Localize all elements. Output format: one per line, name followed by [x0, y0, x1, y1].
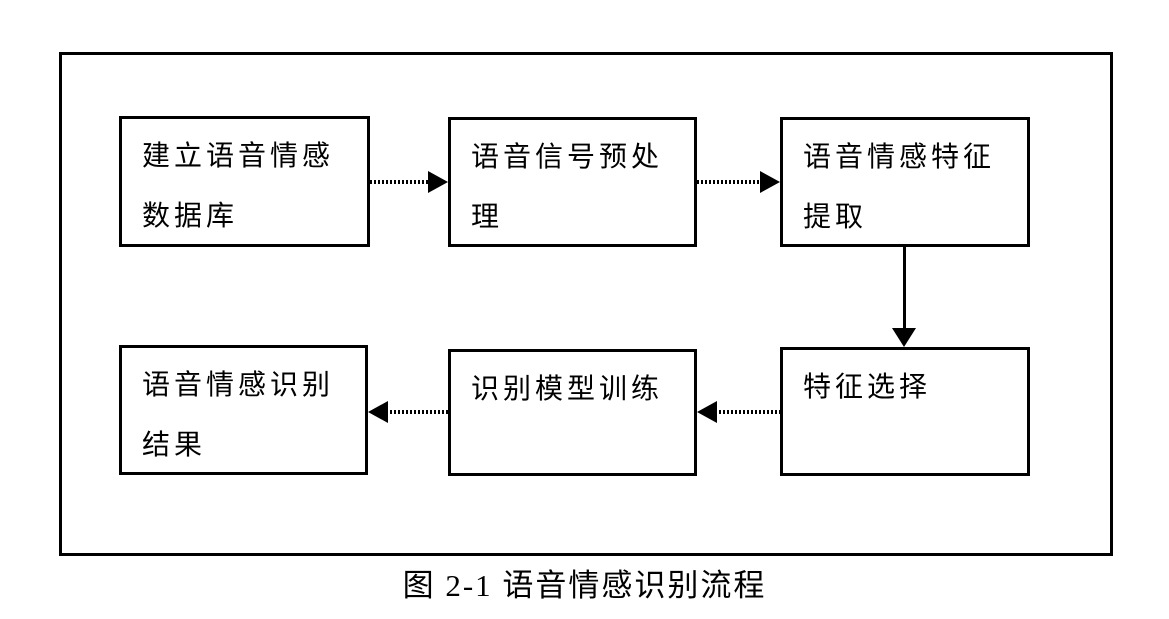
flow-box-text-line: 识别模型训练 — [471, 374, 664, 405]
flow-box-text-line: 结果 — [142, 430, 207, 461]
flow-box-text-line: 数据库 — [142, 201, 239, 232]
flow-box-text-line: 语音情感识别 — [142, 370, 335, 401]
flow-box-feature-selection: 特征选择 — [780, 347, 1030, 476]
flow-box-signal-preprocessing: 语音信号预处 理 — [448, 117, 697, 247]
arrowhead-left-icon — [368, 401, 388, 423]
flow-box-text-line: 特征选择 — [803, 372, 932, 403]
arrow-line-select-to-train — [715, 410, 780, 414]
arrowhead-left-icon — [697, 401, 717, 423]
flow-box-text-line: 提取 — [803, 202, 868, 233]
arrow-line-build-to-preprocess — [370, 180, 430, 184]
arrowhead-down-icon — [892, 328, 916, 347]
flow-box-text-line: 理 — [471, 202, 504, 233]
arrow-line-extract-to-select — [903, 247, 906, 330]
arrow-line-train-to-result — [386, 410, 448, 414]
flow-box-build-database: 建立语音情感 数据库 — [119, 116, 370, 247]
arrowhead-right-icon — [760, 171, 780, 193]
arrow-line-preprocess-to-extract — [697, 180, 762, 184]
figure-caption: 图 2-1 语音情感识别流程 — [402, 568, 767, 603]
flow-box-recognition-result: 语音情感识别 结果 — [119, 345, 368, 475]
flow-box-feature-extraction: 语音情感特征 提取 — [780, 117, 1030, 247]
arrowhead-right-icon — [428, 171, 448, 193]
flow-box-text-line: 语音信号预处 — [471, 142, 664, 173]
flow-box-model-training: 识别模型训练 — [448, 349, 697, 476]
flow-box-text-line: 语音情感特征 — [803, 142, 996, 173]
flow-box-text-line: 建立语音情感 — [142, 141, 335, 172]
